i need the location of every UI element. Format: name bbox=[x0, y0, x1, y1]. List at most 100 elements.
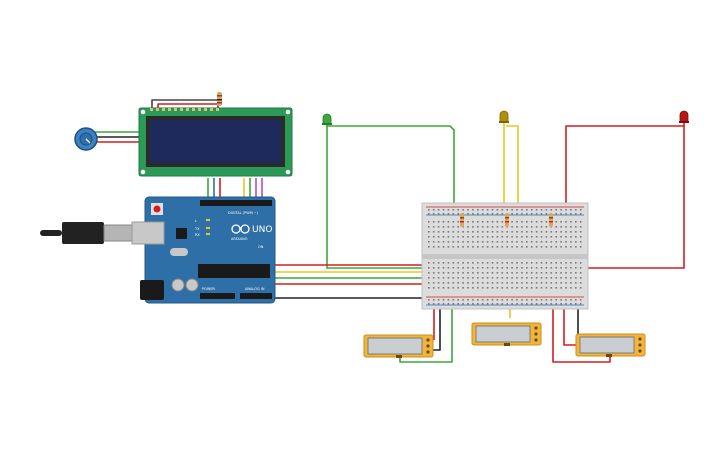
breadboard-hole bbox=[442, 241, 445, 243]
breadboard-hole bbox=[477, 282, 479, 284]
breadboard-hole bbox=[570, 303, 572, 305]
resistor-icon[interactable] bbox=[217, 92, 222, 106]
breadboard-hole bbox=[506, 287, 508, 289]
breadboard-hole bbox=[457, 246, 459, 248]
wire-sensor3-red[interactable] bbox=[552, 268, 611, 363]
breadboard-hole bbox=[530, 262, 533, 264]
breadboard-hole bbox=[560, 236, 562, 238]
breadboard-hole bbox=[575, 287, 577, 289]
breadboard-hole bbox=[447, 236, 450, 238]
breadboard-hole bbox=[491, 262, 494, 264]
breadboard-hole bbox=[540, 221, 543, 223]
led-yellow[interactable] bbox=[499, 110, 509, 123]
breadboard-hole bbox=[550, 277, 553, 279]
breadboard-hole bbox=[496, 213, 499, 215]
breadboard-hole bbox=[491, 221, 494, 223]
breadboard-hole bbox=[540, 236, 543, 238]
breadboard-hole bbox=[432, 267, 435, 269]
breadboard-hole bbox=[570, 277, 572, 279]
wire-sensor3-red-2[interactable] bbox=[563, 302, 576, 346]
breadboard-hole bbox=[526, 209, 528, 211]
breadboard-hole bbox=[447, 209, 450, 211]
wire-sensor1-black[interactable] bbox=[432, 300, 441, 351]
breadboard-hole bbox=[442, 221, 445, 223]
breadboard-hole bbox=[511, 209, 513, 211]
breadboard-hole bbox=[570, 246, 572, 248]
breadboard-hole bbox=[530, 246, 533, 248]
breadboard-hole bbox=[555, 236, 557, 238]
breadboard-hole bbox=[477, 246, 479, 248]
breadboard-hole bbox=[516, 241, 518, 243]
breadboard-hole bbox=[472, 241, 474, 243]
breadboard-hole bbox=[579, 262, 582, 264]
breadboard-hole bbox=[462, 303, 464, 305]
breadboard-hole bbox=[437, 277, 440, 279]
breadboard-hole bbox=[560, 209, 562, 211]
breadboard-hole bbox=[428, 246, 430, 248]
breadboard-hole bbox=[462, 209, 464, 211]
breadboard-hole bbox=[506, 262, 508, 264]
breadboard-hole bbox=[575, 267, 577, 269]
breadboard-hole bbox=[530, 209, 533, 211]
breadboard-hole bbox=[501, 236, 504, 238]
wire-green-led[interactable] bbox=[326, 124, 425, 269]
breadboard-hole bbox=[545, 299, 548, 301]
breadboard-hole bbox=[526, 213, 528, 215]
breadboard-hole bbox=[432, 221, 435, 223]
breadboard-hole bbox=[447, 272, 450, 274]
breadboard-hole bbox=[496, 282, 499, 284]
breadboard-hole bbox=[540, 246, 543, 248]
breadboard-hole bbox=[462, 277, 464, 279]
wire-lcd-top-2[interactable] bbox=[157, 103, 222, 108]
lcd-module[interactable] bbox=[138, 92, 293, 177]
breadboard-hole bbox=[437, 287, 440, 289]
breadboard-hole bbox=[491, 246, 494, 248]
wire-red-led-top[interactable] bbox=[565, 125, 684, 224]
breadboard-hole bbox=[555, 262, 557, 264]
breadboard-hole bbox=[457, 226, 459, 228]
potentiometer-indicator bbox=[85, 138, 91, 144]
led-green[interactable] bbox=[322, 113, 332, 125]
potentiometer[interactable] bbox=[74, 127, 98, 151]
breadboard-hole bbox=[575, 226, 577, 228]
sensor-module-2[interactable] bbox=[471, 322, 542, 346]
breadboard[interactable] bbox=[421, 202, 589, 310]
breadboard-hole bbox=[452, 272, 455, 274]
breadboard-hole bbox=[570, 282, 572, 284]
sensor-module-3[interactable] bbox=[575, 333, 646, 357]
resistor-icon[interactable] bbox=[505, 213, 509, 227]
breadboard-hole bbox=[545, 282, 548, 284]
breadboard-hole bbox=[526, 231, 528, 233]
breadboard-hole bbox=[432, 209, 435, 211]
breadboard-hole bbox=[511, 213, 513, 215]
breadboard-hole bbox=[565, 213, 567, 215]
breadboard-hole bbox=[516, 213, 518, 215]
breadboard-hole bbox=[501, 299, 504, 301]
crystal bbox=[170, 248, 188, 256]
breadboard-hole bbox=[477, 241, 479, 243]
breadboard-hole bbox=[472, 303, 474, 305]
breadboard-hole bbox=[462, 287, 464, 289]
breadboard-hole bbox=[447, 299, 450, 301]
arduino-uno[interactable]: UNO ARDUINO DIGITAL (PWM ~) POWER ANALOG… bbox=[40, 196, 276, 304]
breadboard-hole bbox=[535, 231, 538, 233]
breadboard-hole bbox=[511, 231, 513, 233]
reset-button[interactable] bbox=[153, 205, 161, 213]
breadboard-hole bbox=[467, 231, 469, 233]
led-red[interactable] bbox=[679, 110, 689, 123]
microcontroller-chip bbox=[198, 264, 270, 278]
sensor-module-1[interactable] bbox=[363, 334, 434, 358]
breadboard-hole bbox=[521, 299, 523, 301]
breadboard-hole bbox=[437, 299, 440, 301]
usb-plug-housing bbox=[62, 222, 104, 244]
wire-green-led-top[interactable] bbox=[327, 125, 455, 232]
breadboard-hole bbox=[511, 236, 513, 238]
breadboard-hole bbox=[472, 231, 474, 233]
breadboard-hole bbox=[555, 303, 557, 305]
resistor-icon[interactable] bbox=[460, 213, 464, 227]
breadboard-hole bbox=[521, 287, 523, 289]
breadboard-hole bbox=[560, 303, 562, 305]
breadboard-hole bbox=[432, 272, 435, 274]
wire-red-led[interactable] bbox=[553, 122, 685, 269]
resistor-icon[interactable] bbox=[549, 213, 553, 227]
